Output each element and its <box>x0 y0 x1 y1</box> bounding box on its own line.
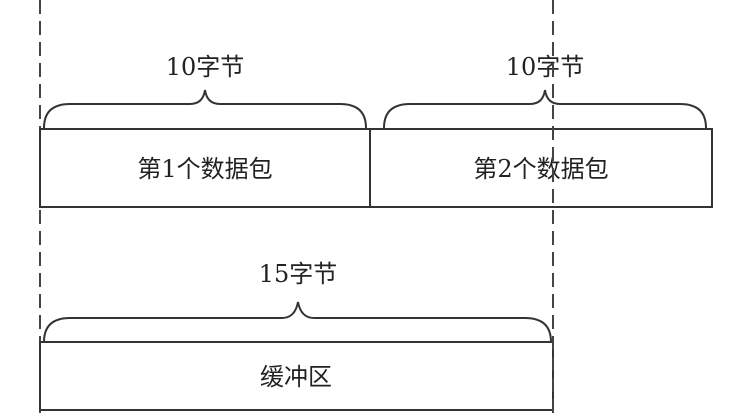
buffer-box <box>39 341 554 411</box>
packet-2-size-label: 10字节 <box>506 53 585 81</box>
packet-2-brace <box>383 89 707 129</box>
packet-2-label: 第2个数据包 <box>473 155 608 183</box>
packet-2-box <box>369 128 713 208</box>
buffer-label: 缓冲区 <box>260 363 332 391</box>
buffer-size-label: 15字节 <box>259 260 338 288</box>
packet-1-label: 第1个数据包 <box>137 155 272 183</box>
packet-1-size-label: 10字节 <box>166 53 245 81</box>
packet-1-brace <box>43 89 367 129</box>
buffer-brace <box>43 301 552 343</box>
